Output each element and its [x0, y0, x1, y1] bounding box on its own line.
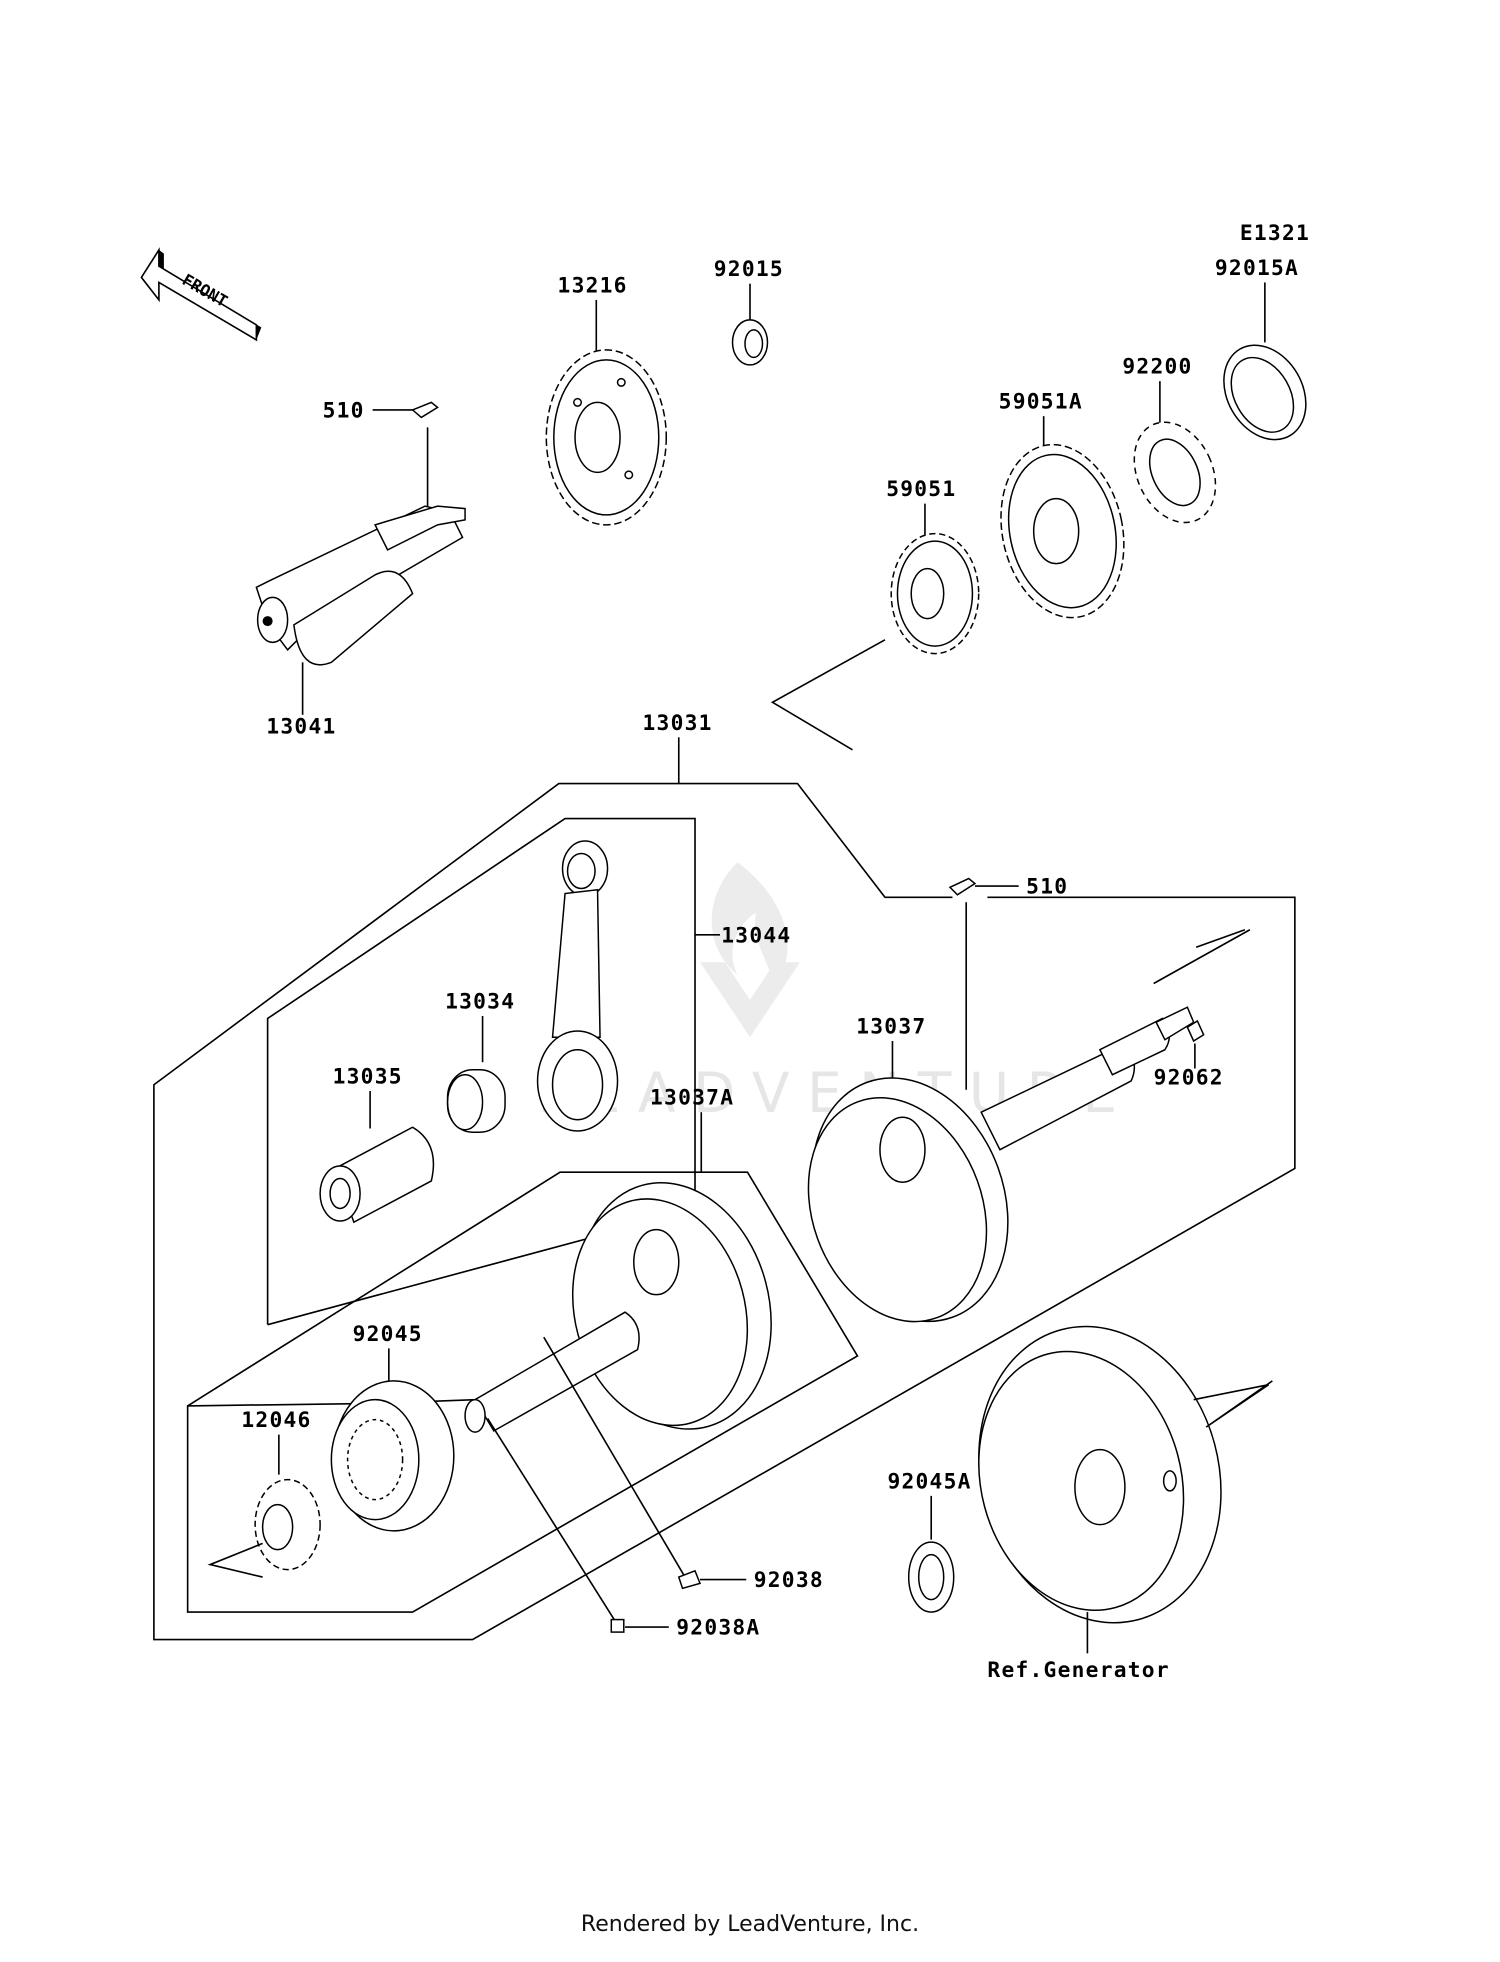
part-92062[interactable]: 92062	[1154, 1019, 1224, 1091]
label-92038A: 92038A	[676, 1616, 760, 1641]
label-59051A: 59051A	[999, 390, 1083, 415]
label-510-right: 510	[1026, 875, 1068, 900]
part-13044[interactable]: 13044	[266, 817, 792, 1326]
part-13035[interactable]: 13035	[319, 1064, 435, 1224]
front-arrow-icon[interactable]: FRONT	[140, 247, 262, 342]
part-12046[interactable]: 12046	[207, 1408, 321, 1578]
part-510-right[interactable]: 510	[948, 875, 1068, 1090]
footer-credit: Rendered by LeadVenture, Inc.	[580, 1912, 920, 1937]
label-13037: 13037	[856, 1014, 926, 1039]
label-92045A: 92045A	[887, 1469, 971, 1494]
label-59051: 59051	[886, 477, 956, 502]
part-92015[interactable]: 92015	[714, 257, 784, 366]
label-13035: 13035	[333, 1064, 403, 1089]
label-13044: 13044	[721, 923, 791, 948]
part-13041[interactable]: 13041	[255, 505, 466, 740]
part-92045A[interactable]: 92045A	[887, 1469, 971, 1613]
label-13034: 13034	[445, 989, 515, 1014]
part-13216[interactable]: 13216	[545, 273, 668, 526]
label-92015: 92015	[714, 257, 784, 282]
label-92045: 92045	[353, 1322, 423, 1347]
label-92062: 92062	[1154, 1066, 1224, 1091]
label-ref-generator: Ref.Generator	[987, 1658, 1169, 1683]
label-13216: 13216	[558, 273, 628, 298]
label-13037A: 13037A	[650, 1086, 734, 1111]
label-13031: 13031	[643, 711, 713, 736]
part-510-top[interactable]: 510	[323, 398, 439, 513]
part-92045[interactable]: 92045	[330, 1322, 455, 1532]
part-59051A[interactable]: 59051A	[986, 390, 1140, 630]
part-13034[interactable]: 13034	[445, 989, 515, 1133]
part-92200[interactable]: 92200	[1119, 355, 1231, 536]
label-13041: 13041	[266, 715, 336, 740]
part-92038A[interactable]: 92038A	[610, 1616, 760, 1641]
part-92038[interactable]: 92038	[677, 1568, 824, 1593]
part-92015A[interactable]: 92015A	[1207, 256, 1322, 455]
diagram-code: E1321	[1240, 221, 1310, 246]
label-92038: 92038	[754, 1568, 824, 1593]
label-510-top: 510	[323, 398, 365, 423]
part-13031[interactable]: 13031	[153, 711, 1296, 1641]
part-13037[interactable]: 13037	[778, 928, 1251, 1349]
label-12046: 12046	[241, 1408, 311, 1433]
label-92200: 92200	[1122, 355, 1192, 380]
part-59051[interactable]: 59051	[770, 477, 980, 751]
part-ref-generator[interactable]: Ref.Generator	[946, 1299, 1273, 1683]
label-92015A: 92015A	[1215, 256, 1299, 281]
